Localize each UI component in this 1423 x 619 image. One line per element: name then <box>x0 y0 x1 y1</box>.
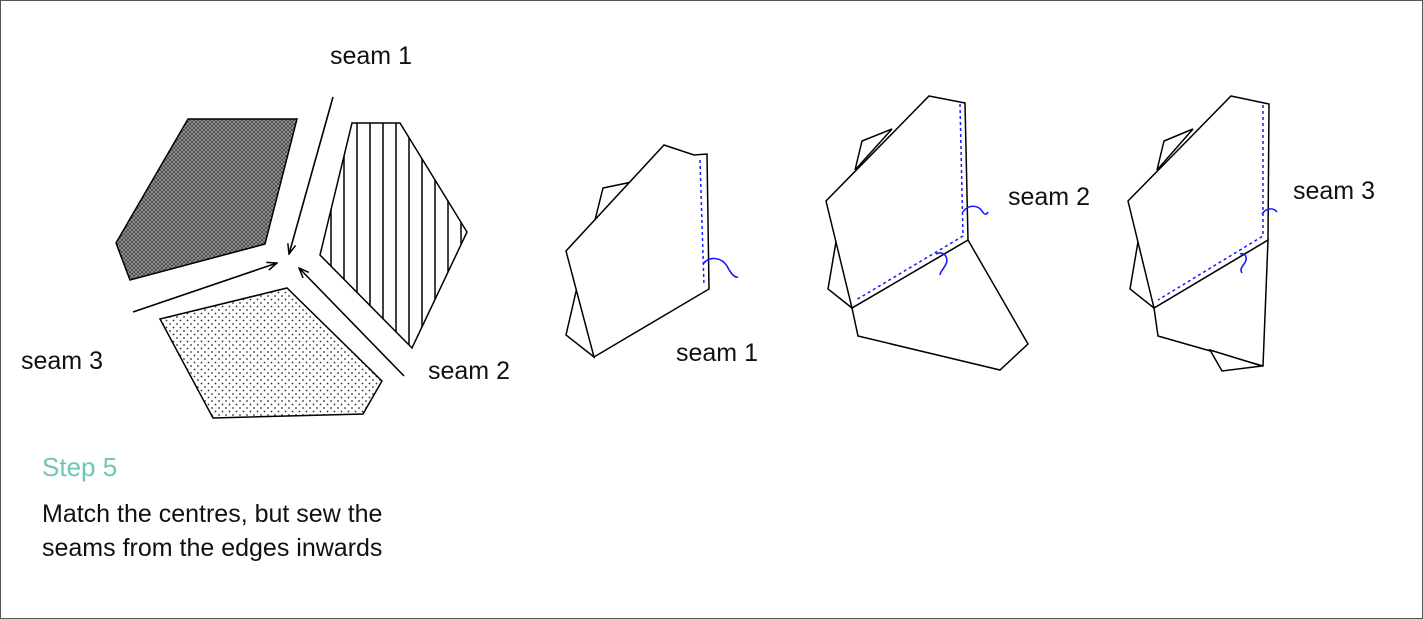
thread-tail-1 <box>962 205 989 215</box>
fig1-seam-label: seam 1 <box>676 339 758 367</box>
thread-tail-1 <box>1261 208 1278 215</box>
fig3-seam-label: seam 3 <box>1293 177 1375 205</box>
striped-piece <box>319 122 468 350</box>
seam3-label: seam 3 <box>21 347 103 375</box>
fig2-seam-label: seam 2 <box>1008 183 1090 211</box>
seam1-arrow <box>289 96 334 254</box>
pieces-diagram: seam 1 seam 2 seam 3 <box>21 42 510 419</box>
seam2-label: seam 2 <box>428 357 510 385</box>
thread-tail-2 <box>935 252 948 276</box>
seam3-arrow <box>132 263 277 313</box>
front-hexagon <box>565 144 710 359</box>
figure-seam2: seam 2 <box>825 95 1090 371</box>
stitch-line <box>1157 105 1264 301</box>
crosshatch-piece <box>115 118 298 281</box>
thread-tail-2 <box>1239 252 1247 274</box>
seam2-arrow <box>299 268 405 377</box>
stitch-line <box>855 103 964 301</box>
thread-tail <box>702 257 739 278</box>
back-flap-top <box>1156 128 1194 171</box>
figure-seam1: seam 1 <box>565 144 758 367</box>
step-title: Step 5 <box>42 452 118 482</box>
dotted-piece <box>158 287 383 419</box>
figure-seam3: seam 3 <box>1127 95 1375 372</box>
back-flap-top <box>854 128 893 171</box>
front-hexagon <box>825 95 969 310</box>
seam1-label: seam 1 <box>330 42 412 70</box>
bottom-flap <box>1208 348 1263 372</box>
step-description: Match the centres, but sew the seams fro… <box>42 500 383 562</box>
front-hexagon <box>1127 95 1270 310</box>
